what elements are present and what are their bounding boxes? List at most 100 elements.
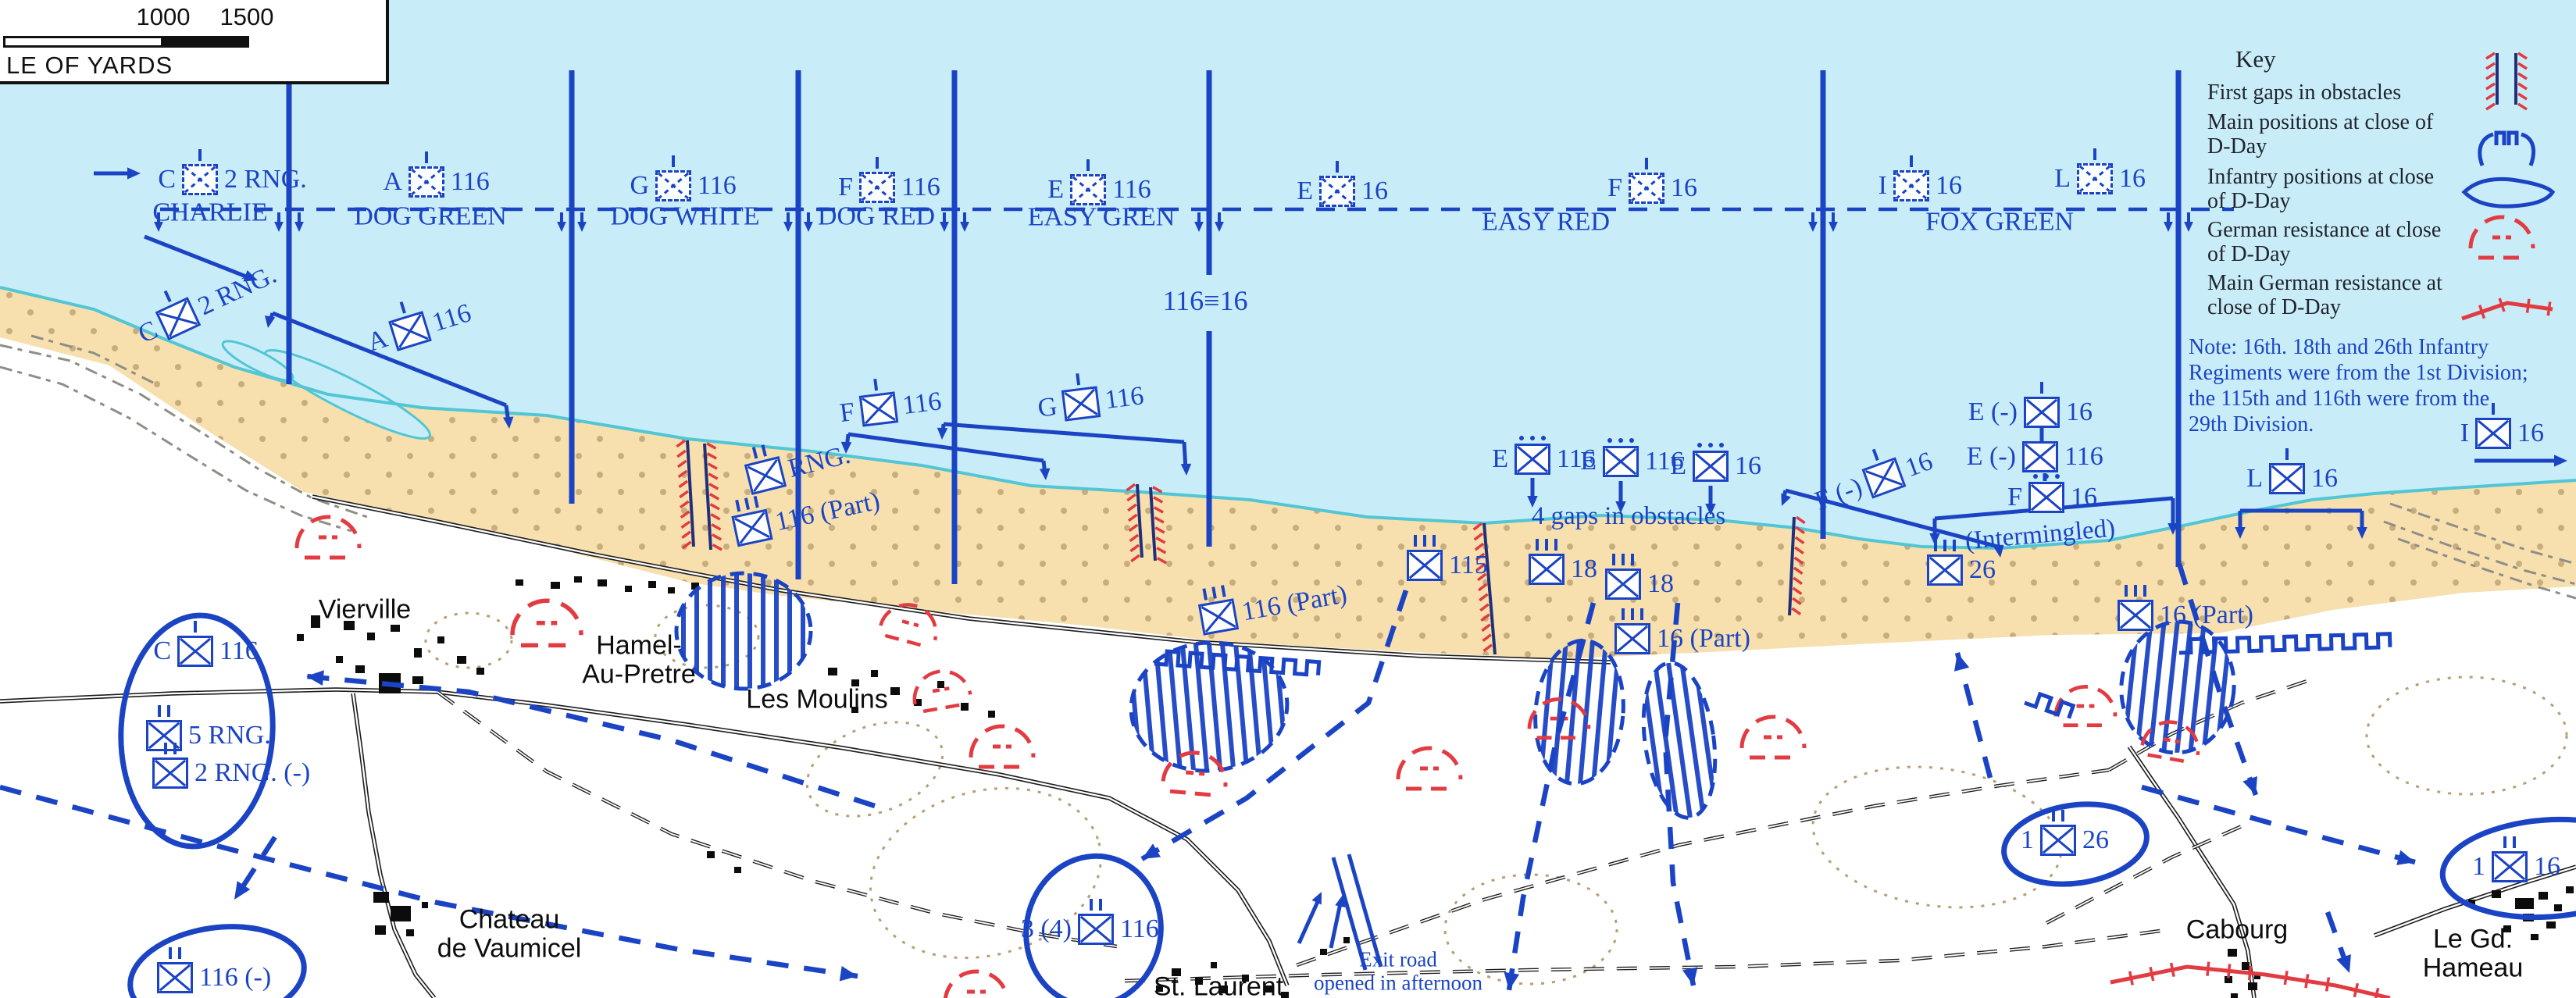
key-entry-resistance: German resistance at close of D-Day bbox=[2207, 218, 2442, 266]
building bbox=[516, 579, 523, 586]
key-title: Key bbox=[2235, 45, 2276, 73]
contour-hachure bbox=[805, 721, 944, 818]
unit-position-ellipse bbox=[1023, 853, 1164, 998]
movement-arrow bbox=[2141, 784, 2416, 865]
building bbox=[551, 582, 560, 589]
key-entry-main-positions: Main positions at close of D-Day bbox=[2207, 110, 2434, 159]
contour-hachure bbox=[869, 786, 1102, 960]
building bbox=[851, 679, 859, 686]
key-entry-infantry: Infantry positions at close of D-Day bbox=[2207, 165, 2435, 213]
gap-in-obstacles-symbol bbox=[1149, 487, 1157, 561]
building bbox=[988, 711, 995, 718]
movement-arrow bbox=[305, 673, 876, 809]
infantry-position-outline bbox=[1533, 638, 1625, 786]
building bbox=[2503, 925, 2511, 932]
building bbox=[961, 703, 969, 711]
lagoon bbox=[263, 349, 432, 440]
movement-arrow bbox=[1140, 589, 1409, 861]
inland-terrain bbox=[0, 337, 2576, 998]
bracket-line bbox=[1785, 488, 1999, 549]
main-resistance-line bbox=[2461, 301, 2553, 321]
building bbox=[2515, 898, 2534, 909]
building bbox=[336, 656, 343, 663]
building bbox=[1242, 975, 1249, 982]
gap-in-obstacles-symbol bbox=[686, 440, 695, 547]
scale-bar: 1000 1500 LE OF YARDS bbox=[0, 0, 389, 84]
building bbox=[2242, 962, 2250, 970]
bracket-line bbox=[144, 234, 251, 280]
divisions-note: Note: 16th. 18th and 26th Infantry Regim… bbox=[2189, 335, 2528, 437]
building bbox=[2546, 921, 2556, 928]
building bbox=[828, 668, 837, 675]
map-key: Key First gaps in obstacles Main positio… bbox=[2187, 23, 2576, 476]
building bbox=[476, 668, 484, 675]
infantry-position-fill bbox=[1535, 640, 1624, 784]
building bbox=[344, 621, 355, 630]
building bbox=[311, 615, 320, 628]
building bbox=[1343, 937, 1350, 943]
contour-hachure bbox=[1443, 873, 1618, 986]
bracket-line bbox=[1329, 899, 1343, 949]
main-position-symbol bbox=[1154, 649, 1322, 677]
gap-in-obstacles-symbol bbox=[1788, 516, 1796, 616]
building bbox=[1281, 992, 1289, 998]
main-position-symbol bbox=[2178, 632, 2392, 655]
movement-arrow bbox=[1506, 602, 1597, 991]
building bbox=[691, 583, 699, 590]
key-entry-gaps: First gaps in obstacles bbox=[2207, 80, 2402, 105]
infantry-position-outline bbox=[2119, 619, 2236, 755]
movement-arrow bbox=[232, 836, 277, 901]
gap-in-obstacles-symbol bbox=[703, 443, 712, 551]
bracket-line bbox=[1934, 496, 2174, 521]
building bbox=[574, 576, 582, 583]
gap-in-obstacles-symbol bbox=[1136, 483, 1144, 558]
bracket-line bbox=[1331, 857, 1368, 971]
bracket-line bbox=[1297, 895, 1322, 945]
building bbox=[412, 676, 423, 684]
infantry-position-fill bbox=[676, 573, 811, 689]
building bbox=[668, 587, 675, 593]
bracket-line bbox=[1347, 854, 1383, 968]
key-entry-main-resistance: Main German resistance at close of D-Day bbox=[2207, 271, 2442, 319]
lagoon bbox=[221, 340, 294, 382]
main-resistance-line bbox=[2110, 964, 2391, 998]
building bbox=[2254, 973, 2260, 979]
infantry-position-fill bbox=[1131, 642, 1287, 772]
building bbox=[2468, 900, 2475, 906]
bracket-line bbox=[943, 422, 1185, 444]
building bbox=[1320, 949, 1327, 955]
movement-arrow bbox=[2176, 563, 2259, 797]
scale-segment-white bbox=[3, 36, 163, 48]
building bbox=[2225, 976, 2232, 983]
cliff-hachure bbox=[2383, 520, 2576, 586]
building bbox=[648, 581, 656, 588]
gap-in-obstacles-symbol bbox=[1482, 522, 1497, 655]
building bbox=[367, 633, 375, 640]
cliff-hachure bbox=[2389, 502, 2576, 565]
unit-position-ellipse bbox=[118, 612, 276, 850]
building bbox=[2554, 904, 2562, 911]
building bbox=[297, 634, 304, 641]
main-position-symbol bbox=[2478, 130, 2535, 166]
building bbox=[1211, 962, 1217, 968]
infantry-position-outline bbox=[1641, 661, 1718, 820]
building bbox=[2566, 886, 2574, 893]
building bbox=[937, 681, 944, 688]
building bbox=[1172, 968, 1181, 976]
cliff-hachure bbox=[30, 334, 157, 386]
building bbox=[2531, 934, 2539, 940]
infantry-position-symbol bbox=[2461, 176, 2556, 209]
main-position-symbol bbox=[2024, 691, 2076, 719]
scale-caption: LE OF YARDS bbox=[6, 52, 173, 79]
unit-position-ellipse bbox=[127, 924, 307, 998]
movement-arrow bbox=[1954, 652, 1993, 779]
scale-tick-1500: 1500 bbox=[219, 3, 274, 30]
unit-position-ellipse bbox=[2001, 801, 2150, 887]
infantry-position-outline bbox=[674, 571, 813, 691]
contour-hachure bbox=[424, 611, 513, 669]
building bbox=[625, 586, 632, 592]
building bbox=[373, 892, 389, 903]
cliff-hachure bbox=[0, 365, 352, 533]
bracket-line bbox=[272, 311, 507, 408]
